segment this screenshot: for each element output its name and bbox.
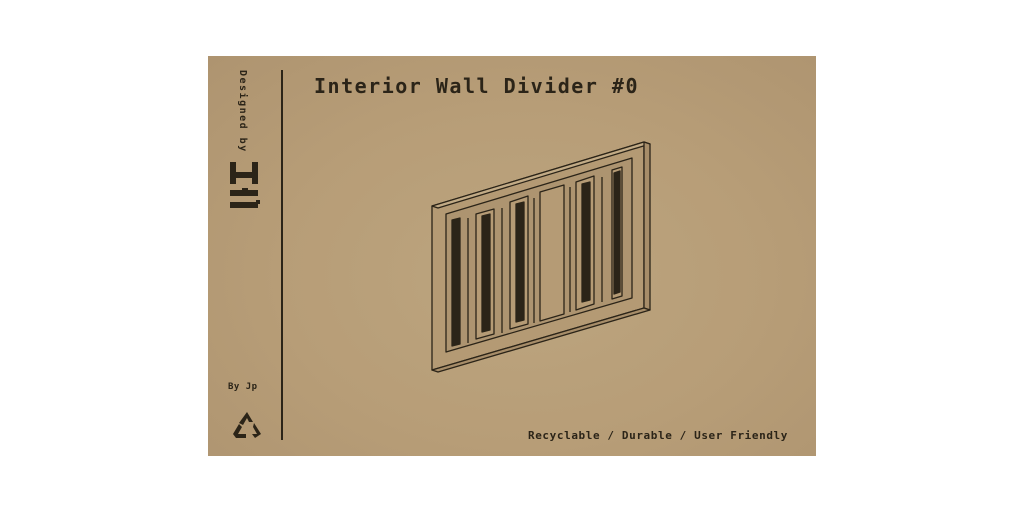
brand-logo-icon — [230, 162, 260, 208]
designed-by-label: Designed by — [237, 70, 248, 153]
product-card: Designed by By Jp Interior Wall Divider … — [208, 56, 816, 456]
vertical-divider — [281, 70, 283, 440]
product-title: Interior Wall Divider #0 — [314, 74, 639, 98]
wall-divider-illustration — [431, 141, 651, 373]
product-tagline: Recyclable / Durable / User Friendly — [527, 429, 788, 442]
recycle-icon — [233, 412, 261, 438]
byline: By Jp — [228, 382, 258, 392]
